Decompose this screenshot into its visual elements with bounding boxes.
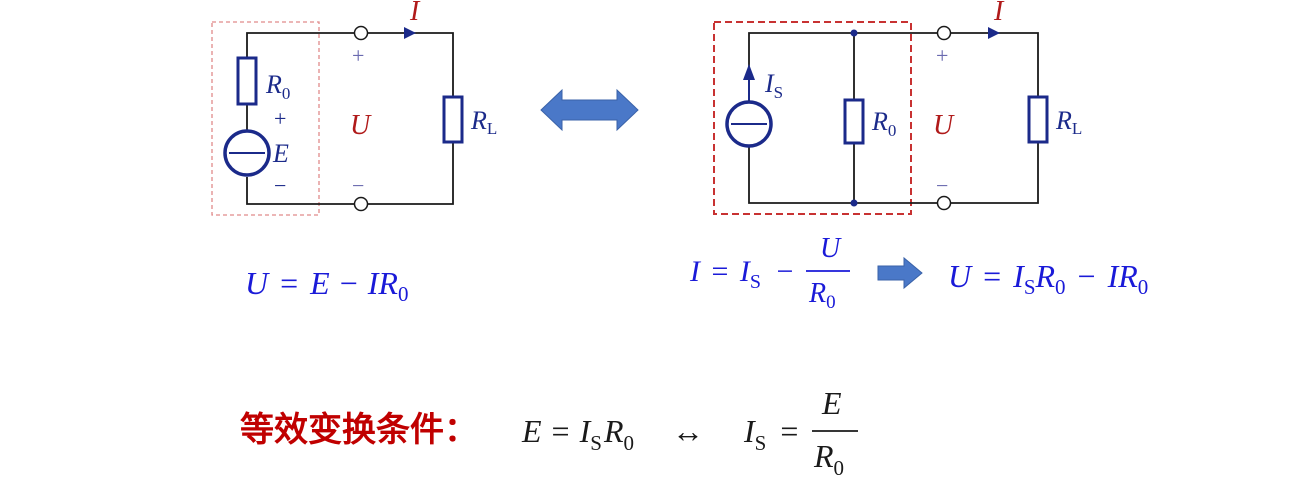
left-voltage-label: U [350,110,372,141]
right-load-resistor [1027,95,1049,144]
right-node-top [850,29,858,37]
left-terminal-top [353,25,369,41]
equation-right-numerator: U [820,233,842,264]
right-current-arrow [988,27,1000,39]
condition-equation-left: E = ISR0 [521,413,634,455]
left-terminal-bottom [353,196,369,212]
condition-numerator: E [821,385,842,421]
condition-title: 等效变换条件： [240,410,478,450]
left-current-label: I [409,0,421,27]
equation-right-denominator: R0 [808,278,836,313]
condition-double-arrow-icon: ↔ [672,413,704,449]
right-current-label: I [993,0,1005,27]
right-r0-label: R0 [871,107,896,140]
left-source-label: E [272,139,289,168]
left-load-resistor [442,95,464,144]
right-resistor-r0 [843,98,865,145]
left-wires [246,32,454,205]
right-voltage-label: U [933,110,955,141]
left-load-label: RL [470,106,497,138]
left-circuit: R0 E + − + − U I RL [211,0,497,216]
left-resistor-r0 [236,56,258,106]
right-load-label: RL [1055,106,1082,138]
equation-right-voltage: U = ISR0 − IR0 [948,258,1148,301]
left-source-plus: + [274,106,286,131]
left-r0-label: R0 [265,70,290,103]
equation-right-current: I = IS − U R0 [689,233,850,313]
right-source-dashed-box [713,21,912,215]
svg-text:I = IS −: I = IS − [689,255,793,295]
left-source-minus: − [274,173,286,198]
right-node-bottom [850,199,858,207]
right-source-arrow-icon [743,64,755,80]
left-terminal-plus: + [352,43,364,68]
condition-equation-right: IS = [743,413,798,457]
right-terminal-bottom [936,195,952,211]
left-source-dashed-box [211,21,320,216]
right-source-label: IS [764,69,783,102]
condition-denominator: R0 [813,438,844,480]
equation-left: U = E − IR0 [245,265,408,306]
right-wires [748,32,1039,204]
left-terminal-minus: − [352,173,364,198]
right-terminal-top [936,25,952,41]
implies-arrow [877,256,923,290]
left-current-arrow [404,27,416,39]
right-terminal-plus: + [936,43,948,68]
right-terminal-minus: − [936,173,948,198]
right-circuit: IS R0 + − U I RL [713,0,1082,215]
equivalence-double-arrow [540,88,639,132]
